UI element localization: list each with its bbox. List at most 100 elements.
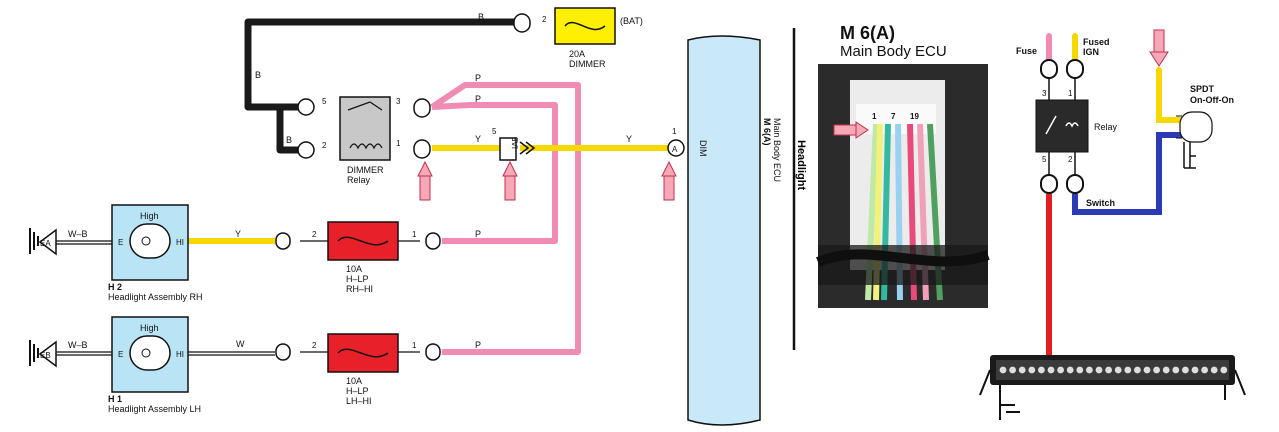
ecu-connector-a: A 1: [667, 127, 685, 157]
rh-pin-hi: HI: [176, 238, 184, 247]
pink-arrow-relay: [417, 160, 433, 201]
fuse-label: Fuse: [1016, 46, 1037, 56]
dimmer-relay-line2: Relay: [347, 175, 371, 185]
led-cell: [1057, 366, 1064, 374]
relay-connectors-right: 3 1: [396, 97, 431, 159]
led-cell: [999, 366, 1007, 374]
ground-ea-label: EA: [40, 239, 51, 248]
thin-wires: [52, 240, 420, 356]
svg-text:1: 1: [412, 341, 417, 350]
led-cell: [1182, 366, 1189, 374]
dimmer-fuse: [554, 7, 616, 45]
lh-name: Headlight Assembly LH: [108, 404, 201, 414]
ecu-photo-subtitle: Main Body ECU: [840, 43, 947, 60]
fuse-rh-circuit: RH–HI: [346, 284, 373, 294]
ground-eb-label: EB: [40, 351, 51, 360]
led-cell: [1124, 366, 1132, 374]
wire-label-p-2: P: [475, 94, 481, 104]
lh-lamp-high: High: [140, 323, 159, 333]
dimmer-relay: [339, 96, 391, 161]
pink-arrow-junction: [502, 160, 518, 201]
relay-pin-3: 3: [1042, 89, 1047, 98]
fused-ign-label-1: Fused: [1083, 37, 1110, 47]
ecu-pin-19: 19: [910, 112, 919, 121]
led-cell: [1105, 366, 1112, 374]
led-cell: [1134, 366, 1141, 374]
led-cell: [1028, 366, 1036, 374]
wire-label-y-1: Y: [475, 134, 481, 144]
headlight-assembly-lh: [111, 316, 189, 393]
fuse-lh-hi: [327, 333, 399, 373]
dimmer-relay-line1: DIMMER: [347, 165, 384, 175]
led-cell: [1009, 366, 1016, 374]
switch-yellow-wire: [1156, 67, 1183, 123]
ecu-vertical-code: M 6(A): [762, 118, 772, 146]
wire-label-y-2: Y: [626, 134, 632, 144]
led-cell: [1191, 366, 1199, 374]
led-cell: [1066, 366, 1074, 374]
wire-label-p-4: P: [475, 340, 481, 350]
fuse-rh-name: H–LP: [346, 274, 369, 284]
relay-box: [1035, 99, 1089, 153]
svg-text:IA5: IA5: [511, 136, 520, 149]
relay-pin-1: 1: [1068, 89, 1073, 98]
led-cell: [1038, 366, 1045, 374]
fuse-lh-name: H–LP: [346, 386, 369, 396]
svg-text:2: 2: [542, 15, 547, 24]
ecu-pin-7: 7: [891, 112, 896, 121]
section-label-headlight: Headlight: [795, 140, 807, 190]
ground-eb-icon: [29, 340, 57, 368]
junction-ia5: IA5 5: [492, 127, 536, 161]
ecu-pin-1: 1: [872, 112, 877, 121]
rh-name: Headlight Assembly RH: [108, 292, 203, 302]
lh-pin-e: E: [118, 350, 123, 359]
wire-label-w: W: [236, 339, 245, 349]
svg-text:A: A: [672, 145, 678, 154]
pink-arrow-switch: [1149, 29, 1169, 67]
fused-ign-label-2: IGN: [1083, 47, 1099, 57]
led-cell: [1076, 366, 1084, 374]
svg-text:3: 3: [396, 97, 401, 106]
led-cell: [1114, 366, 1122, 374]
ground-ea-icon: [29, 228, 57, 256]
led-cell: [1162, 366, 1170, 374]
svg-text:2: 2: [312, 230, 317, 239]
led-light-bar-icon: [979, 355, 1246, 420]
fuse-connectors: [275, 232, 441, 361]
ecu-pin-dim: DIM: [698, 140, 708, 157]
ecu-photo: [816, 64, 990, 308]
switch-wire-label: Switch: [1086, 198, 1115, 208]
svg-text:5: 5: [492, 127, 497, 136]
svg-text:1: 1: [396, 139, 401, 148]
led-cell: [1153, 366, 1160, 374]
pink-wire: [430, 82, 581, 355]
switch-blue-wire: [1072, 132, 1183, 215]
svg-text:2: 2: [312, 341, 317, 350]
main-body-ecu: [687, 35, 761, 426]
svg-text:5: 5: [322, 97, 327, 106]
svg-text:2: 2: [322, 141, 327, 150]
pink-arrow-ecu-photo: [833, 121, 869, 139]
wire-label-wb-lh: W–B: [68, 340, 88, 350]
led-cell: [1018, 366, 1026, 374]
lh-pin-hi: HI: [176, 350, 184, 359]
led-cell: [1172, 366, 1180, 374]
fuse-lh-circuit: LH–HI: [346, 396, 372, 406]
ecu-photo-title: M 6(A): [840, 23, 895, 43]
svg-text:1: 1: [412, 230, 417, 239]
led-cell: [1210, 366, 1218, 374]
relay-connectors-left: 5 2: [297, 97, 327, 159]
led-cell: [1095, 366, 1103, 374]
wire-label-y-3: Y: [235, 229, 241, 239]
black-wire-bat: [244, 18, 520, 154]
rh-pin-e: E: [118, 238, 123, 247]
fuse-rh-hi: [327, 221, 399, 261]
fuse-rh-rating: 10A: [346, 264, 362, 274]
relay-connectors-top: [1040, 59, 1084, 194]
wire-label-b-relay: B: [286, 135, 292, 145]
wire-label-p-1: P: [475, 73, 481, 83]
spdt-switch-icon: [1176, 111, 1213, 169]
connector-fuse-top: 2: [513, 13, 547, 33]
pink-arrow-ecu: [661, 160, 677, 201]
